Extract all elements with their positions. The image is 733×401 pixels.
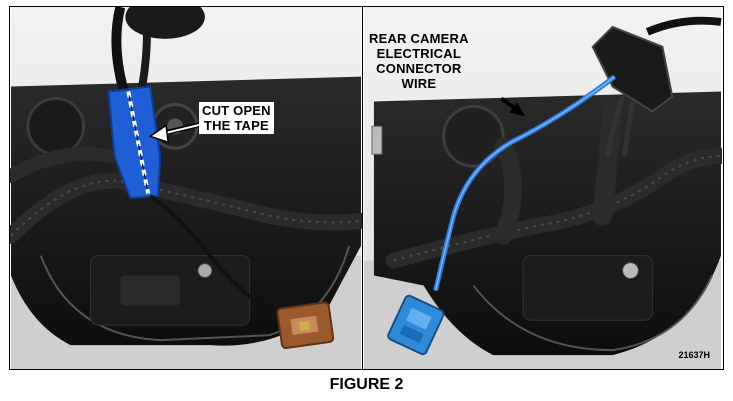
callout-line: THE TAPE	[203, 118, 269, 133]
brown-connector	[276, 301, 335, 350]
left-photo-illustration	[10, 7, 362, 369]
cut-tape-callout: CUT OPEN THE TAPE	[199, 102, 274, 134]
right-photo: REAR CAMERA ELECTRICAL CONNECTOR WIRE 21…	[363, 7, 722, 369]
callout-line: CONNECTOR	[376, 61, 462, 76]
blue-connector	[387, 294, 445, 356]
figure-frame: CUT OPEN THE TAPE	[9, 6, 724, 370]
callout-line: CUT OPEN	[202, 103, 271, 118]
rear-camera-wire-callout: REAR CAMERA ELECTRICAL CONNECTOR WIRE	[369, 31, 469, 91]
callout-line: ELECTRICAL	[376, 46, 462, 61]
right-photo-illustration	[363, 7, 722, 369]
figure-id: 21637H	[678, 350, 710, 360]
blue-tape	[107, 85, 162, 199]
left-photo: CUT OPEN THE TAPE	[10, 7, 363, 369]
callout-line: REAR CAMERA	[369, 31, 469, 46]
figure-caption: FIGURE 2	[329, 376, 404, 393]
callout-line: WIRE	[401, 76, 437, 91]
cut-line	[126, 91, 151, 195]
camera-lead-wire	[149, 194, 296, 326]
